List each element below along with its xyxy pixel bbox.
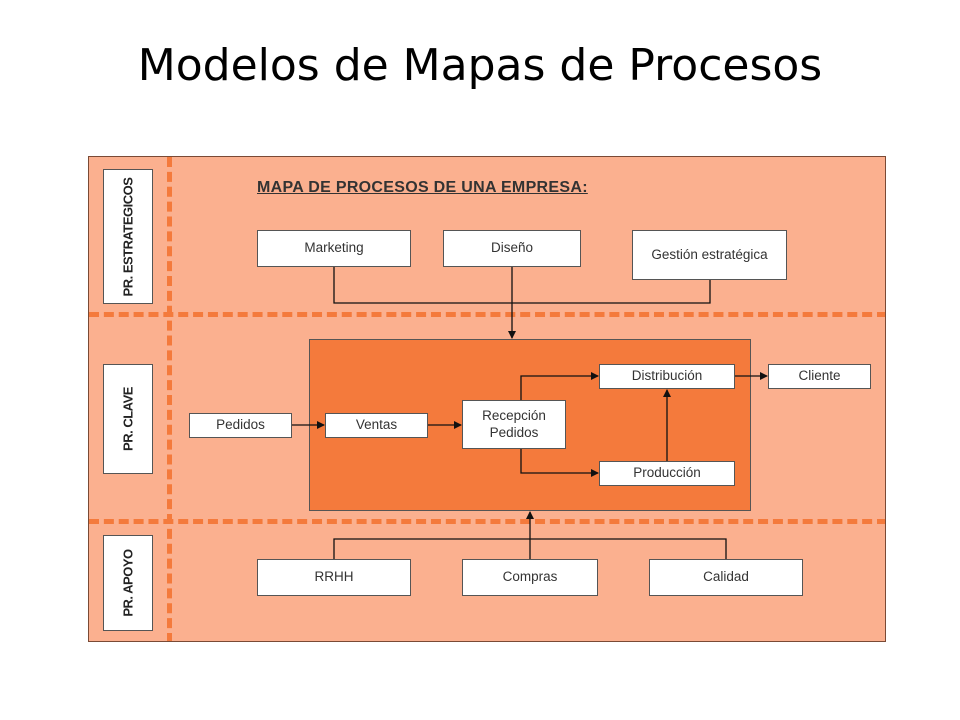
box-compras: Compras	[462, 559, 598, 596]
box-cliente: Cliente	[768, 364, 871, 389]
process-map-diagram: PR. ESTRATEGICOS PR. CLAVE PR. APOYO MAP…	[88, 156, 886, 642]
lane-label-strategic: PR. ESTRATEGICOS	[103, 169, 153, 304]
lane-divider-vertical	[167, 157, 172, 641]
lane-label-key: PR. CLAVE	[103, 364, 153, 474]
box-marketing: Marketing	[257, 230, 411, 267]
arrow-recepcion-produccion	[520, 449, 599, 477]
box-pedidos: Pedidos	[189, 413, 292, 438]
lane-label-support: PR. APOYO	[103, 535, 153, 631]
box-ventas: Ventas	[325, 413, 428, 438]
box-gestion-estrategica: Gestión estratégica	[632, 230, 787, 280]
box-calidad: Calidad	[649, 559, 803, 596]
diagram-title: MAPA DE PROCESOS DE UNA EMPRESA:	[257, 179, 588, 196]
lane-divider-key-support	[89, 519, 885, 524]
box-distribucion: Distribución	[599, 364, 735, 389]
box-diseno: Diseño	[443, 230, 581, 267]
lane-divider-strategic-key	[89, 312, 885, 317]
slide-title: Modelos de Mapas de Procesos	[137, 40, 823, 91]
box-produccion: Producción	[599, 461, 735, 486]
connector-layer	[292, 267, 768, 559]
box-recepcion-pedidos: Recepción Pedidos	[462, 400, 566, 449]
arrow-recepcion-distribucion	[520, 372, 599, 400]
box-rrhh: RRHH	[257, 559, 411, 596]
connector-strategic-merge	[333, 267, 711, 304]
